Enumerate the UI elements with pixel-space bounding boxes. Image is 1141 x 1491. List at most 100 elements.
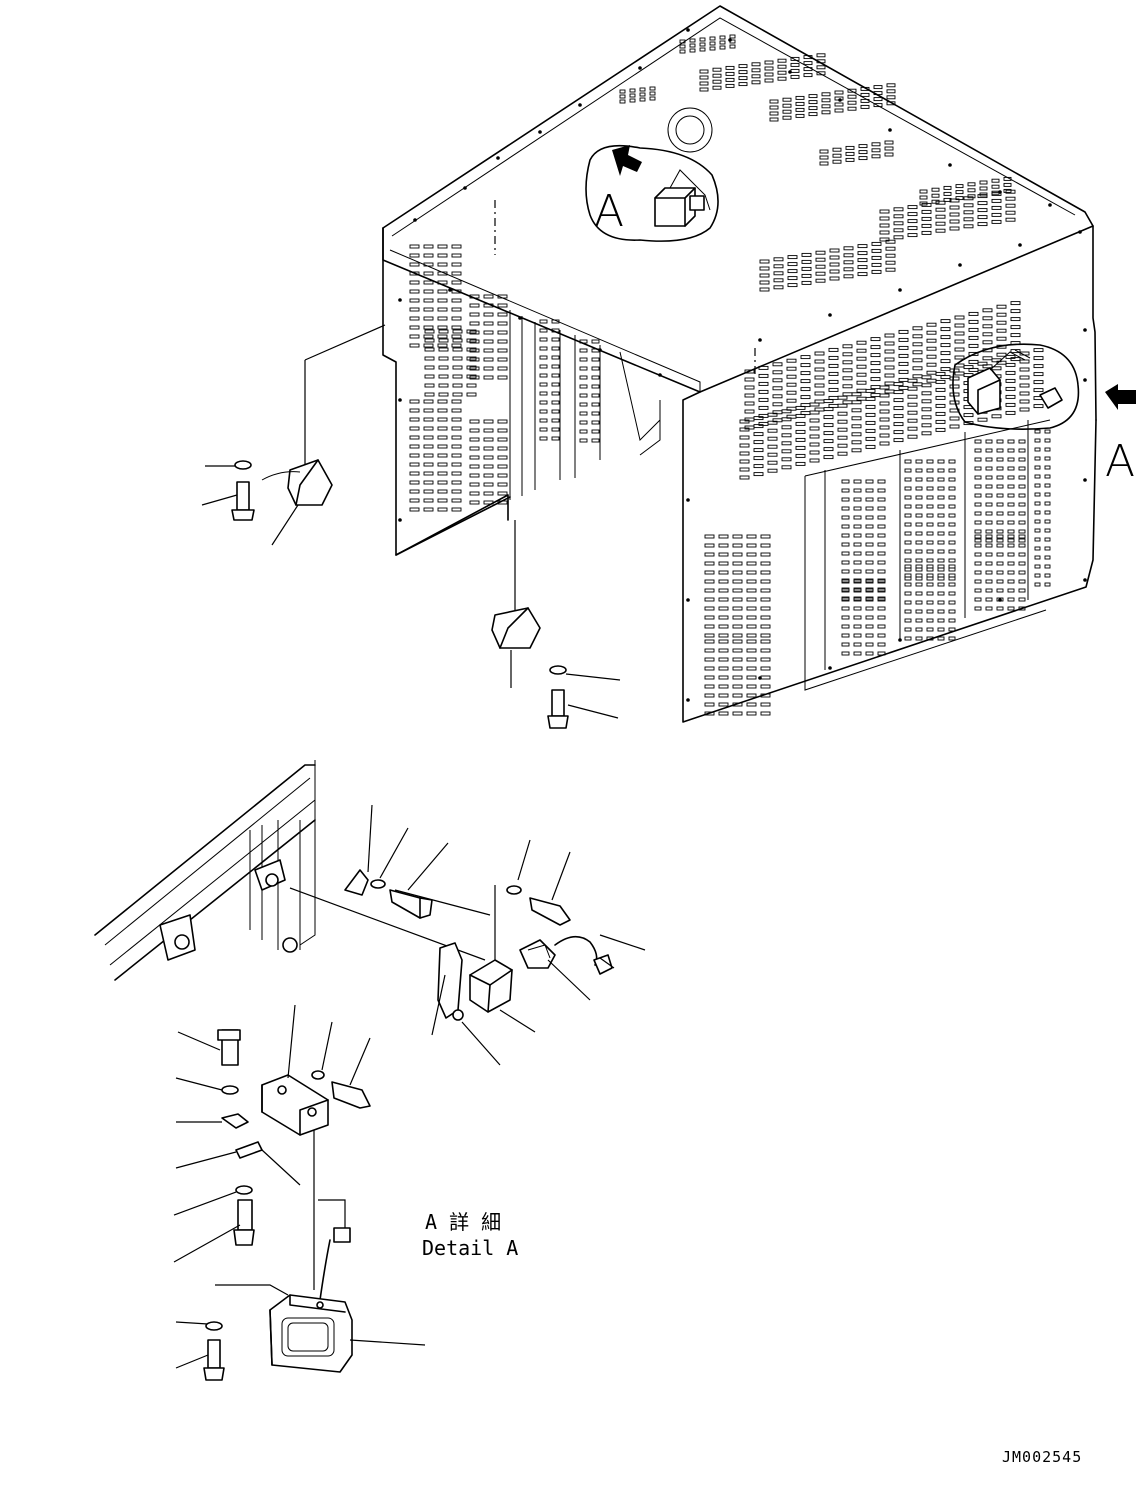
vent-slot (1018, 520, 1026, 525)
vent-slot (996, 457, 1004, 462)
vent-slot (469, 321, 480, 326)
vent-slot (816, 59, 826, 64)
vent-slot (815, 264, 826, 269)
vent-slot (758, 381, 769, 386)
vent-slot (829, 255, 840, 260)
vent-slot (704, 624, 715, 629)
vent-slot (907, 226, 918, 231)
vent-slot (709, 41, 716, 46)
vent-slot (746, 702, 757, 707)
vent-slot (926, 618, 934, 623)
detail-a-callout-right (952, 343, 1136, 430)
vent-slot (699, 87, 709, 92)
vent-slot (853, 597, 862, 602)
vent-slot (915, 600, 923, 605)
vent-slot (718, 588, 729, 593)
vent-slot (954, 355, 965, 360)
vent-slot (1033, 380, 1044, 385)
vent-slot (968, 335, 979, 340)
vent-slot (409, 498, 420, 503)
vent-slot (996, 588, 1004, 593)
vent-slot (937, 495, 945, 500)
vent-slot (469, 482, 480, 487)
vent-slot (739, 427, 750, 432)
vent-slot (1007, 606, 1015, 611)
vent-slot (829, 269, 840, 274)
vent-slot (904, 627, 912, 632)
vent-slot (469, 464, 480, 469)
vent-slot (967, 194, 976, 199)
vent-slot (437, 435, 448, 440)
vent-slot (948, 636, 956, 641)
vent-slot (438, 338, 449, 343)
vent-slot (865, 596, 874, 601)
vent-slot (764, 66, 774, 71)
vent-slot (579, 384, 588, 389)
vent-slot (915, 567, 923, 572)
vent-slot (893, 235, 904, 240)
vent-slot (409, 280, 420, 285)
vent-slot (718, 648, 729, 653)
vent-slot (1034, 492, 1041, 497)
vent-slot (865, 615, 874, 620)
vent-slot (800, 371, 811, 376)
vent-slot (948, 477, 956, 482)
vent-slot (948, 495, 956, 500)
vent-slot (424, 329, 435, 334)
vent-slot (865, 606, 874, 611)
vent-slot (847, 94, 857, 99)
vent-slot (786, 358, 797, 363)
vent-slot (904, 504, 912, 509)
vent-slot (884, 373, 895, 378)
drawing-number: JM002545 (1002, 1448, 1083, 1466)
vent-slot (893, 207, 904, 212)
vent-slot (907, 386, 918, 391)
vent-slot (865, 428, 876, 433)
vent-slot (853, 515, 862, 520)
vent-slot (423, 334, 434, 339)
vent-slot (1034, 510, 1041, 515)
vent-slot (629, 88, 636, 93)
vent-slot (1034, 546, 1041, 551)
vent-slot (760, 588, 771, 593)
vent-slot (829, 262, 840, 267)
vent-slot (704, 711, 715, 716)
vent-slot (704, 639, 715, 644)
vent-slot (904, 558, 912, 563)
vent-slot (497, 482, 508, 487)
vent-slot (1010, 317, 1021, 322)
vent-slot (437, 253, 448, 258)
vent-slot (1005, 354, 1016, 359)
vent-slot (437, 462, 448, 467)
vent-slot (437, 489, 448, 494)
vent-slot (579, 357, 588, 362)
vent-slot (893, 414, 904, 419)
vent-slot (769, 117, 779, 122)
vent-slot (977, 361, 988, 366)
vent-slot (879, 393, 890, 398)
vent-slot (841, 615, 850, 620)
vent-slot (699, 75, 709, 80)
vent-slot (948, 609, 956, 614)
vent-slot (579, 402, 588, 407)
vent-slot (879, 216, 890, 221)
vent-slot (885, 253, 896, 258)
vent-slot (819, 155, 829, 160)
vent-slot (935, 419, 946, 424)
vent-slot (985, 606, 993, 611)
vent-slot (853, 633, 862, 638)
vent-slot (772, 386, 783, 391)
vent-slot (1018, 561, 1026, 566)
vent-slot (704, 684, 715, 689)
vent-slot (712, 73, 722, 78)
vent-slot (773, 271, 784, 276)
rivet (413, 218, 417, 222)
vent-slot (884, 140, 894, 145)
rivet (1083, 478, 1087, 482)
vent-slot (814, 351, 825, 356)
vent-slot (591, 366, 600, 371)
vent-slot (968, 327, 979, 332)
vent-slot (751, 68, 761, 73)
vent-slot (893, 221, 904, 226)
vent-slot (871, 255, 882, 260)
